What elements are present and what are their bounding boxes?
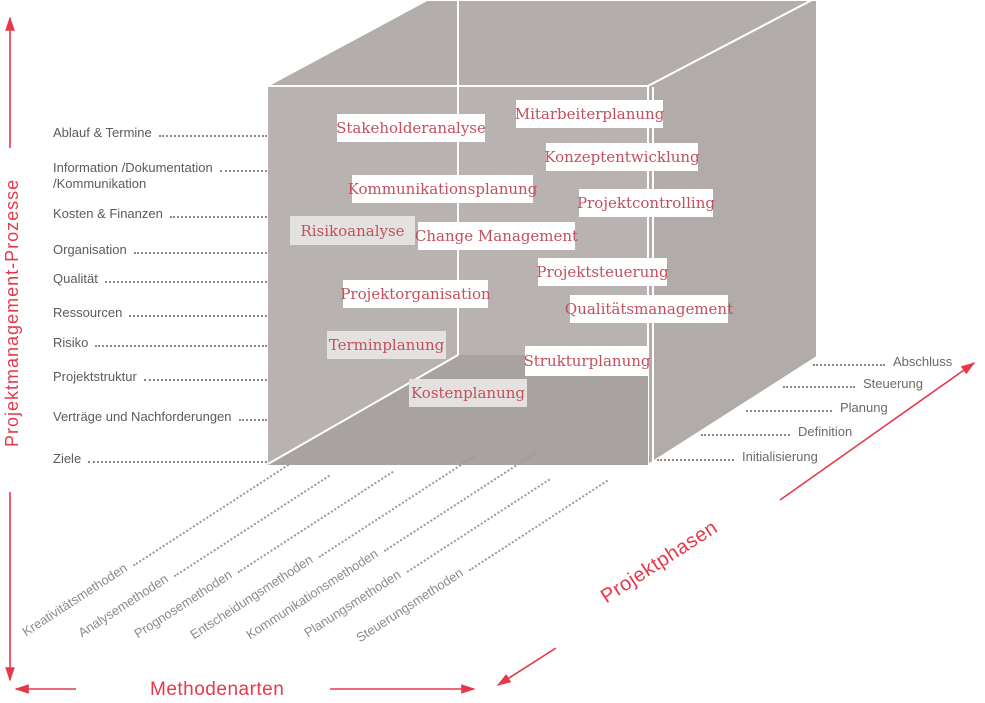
process-label: Projektstruktur [53, 369, 137, 384]
phase-label: Definition [798, 424, 853, 439]
phase-item-steuerung: Steuerung [783, 376, 923, 392]
phase-item-abschluss: Abschluss [813, 354, 952, 370]
dotted-leader [238, 419, 267, 421]
phase-item-definition: Definition [701, 424, 852, 440]
methods-axis-title: Methodenarten [150, 679, 285, 700]
cube-label-kommunikationsplanung: Kommunikationsplanung [348, 175, 537, 203]
cube-label-projektorganisation: Projektorganisation [340, 280, 491, 308]
dotted-leader [104, 281, 267, 283]
cube-floor-diagonal-edge [267, 354, 459, 465]
cube-label-konzeptentwicklung: Konzeptentwicklung [544, 143, 700, 171]
dotted-leader [143, 379, 267, 381]
phase-item-planung: Planung [746, 400, 888, 416]
dotted-leader [88, 461, 267, 463]
process-label: Kosten & Finanzen [53, 206, 163, 221]
process-item-risiko: Risiko [53, 335, 267, 351]
dotted-leader [95, 345, 267, 347]
process-item-qualitaet: Qualität [53, 271, 267, 287]
process-item-ressourcen: Ressourcen [53, 305, 267, 321]
processes-axis-title: Projektmanagement-Prozesse [2, 178, 22, 447]
process-item-information-dokumentation: Information /Dokumentation /Kommunikatio… [53, 160, 267, 192]
cube-label-stakeholderanalyse: Stakeholderanalyse [336, 114, 486, 142]
cube-label-change-management: Change Management [415, 222, 578, 250]
cube-label-terminplanung: Terminplanung [327, 331, 446, 359]
process-label: Qualität [53, 271, 98, 286]
cube-label-projektsteuerung: Projektsteuerung [536, 258, 669, 286]
process-label: Risiko [53, 335, 89, 350]
dotted-leader [158, 135, 267, 137]
dotted-leader [701, 434, 790, 436]
process-item-organisation: Organisation [53, 242, 267, 258]
cube-label-risikoanalyse: Risikoanalyse [290, 216, 415, 245]
phase-item-initialisierung: Initialisierung [657, 449, 818, 465]
dotted-leader [219, 170, 267, 172]
dotted-leader [657, 459, 734, 461]
cube-label-projektcontrolling: Projektcontrolling [577, 189, 715, 217]
process-label: Ziele [53, 451, 82, 466]
dotted-leader [129, 315, 267, 317]
phase-label: Planung [840, 400, 888, 415]
methods-axis-arrow-diagonal [496, 647, 557, 686]
process-label: Ablauf & Termine [53, 125, 152, 140]
dotted-leader [813, 364, 885, 366]
process-item-kosten-finanzen: Kosten & Finanzen [53, 206, 267, 222]
process-label: Verträge und Nachforderungen [53, 409, 232, 424]
phase-label: Initialisierung [742, 449, 818, 464]
cube-floor-face [267, 355, 648, 465]
process-item-projektstruktur: Projektstruktur [53, 369, 267, 385]
phase-label: Abschluss [893, 354, 953, 369]
process-item-ablauf-termine: Ablauf & Termine [53, 125, 267, 141]
process-item-ziele: Ziele [53, 451, 267, 467]
process-label: Ressourcen [53, 305, 123, 320]
cube-label-mitarbeiterplanung: Mitarbeiterplanung [515, 100, 664, 128]
dotted-leader [133, 252, 267, 254]
process-item-vertraege: Verträge und Nachforderungen [53, 409, 267, 425]
dotted-leader [746, 410, 832, 412]
cube-label-qualitaetsmanagement: Qualitätsmanagement [565, 295, 733, 323]
dotted-leader [783, 386, 855, 388]
phases-axis-arrow [779, 362, 976, 501]
phase-label: Steuerung [863, 376, 923, 391]
process-label-line2: /Kommunikation [53, 176, 147, 191]
cube-label-strukturplanung: Strukturplanung [524, 346, 651, 376]
dotted-leader [169, 216, 267, 218]
process-label: Organisation [53, 242, 127, 257]
process-label: Information /Dokumentation [53, 160, 213, 175]
cube-label-kostenplanung: Kostenplanung [409, 379, 527, 407]
